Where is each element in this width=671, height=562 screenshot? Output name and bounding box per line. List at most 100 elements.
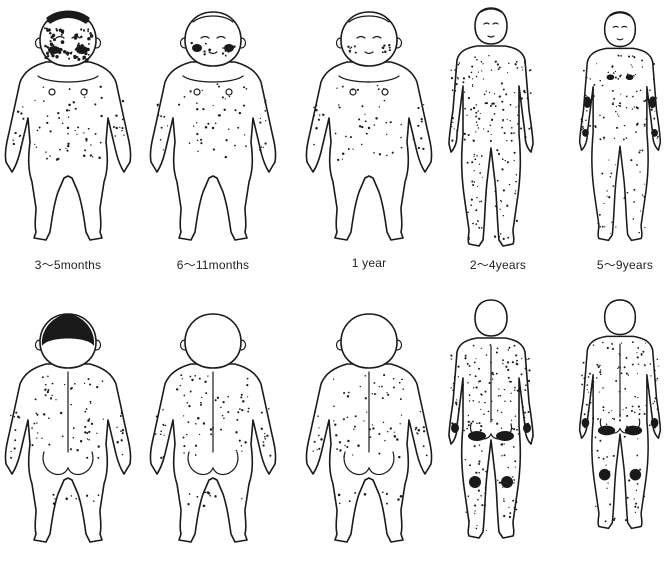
lesion-dot: [495, 205, 497, 207]
lesion-dot: [600, 226, 602, 228]
lesion-dot: [241, 450, 242, 451]
lesion-dot: [352, 148, 353, 149]
lesion-dot: [503, 500, 505, 502]
lesion-dot: [316, 127, 318, 129]
back-view-figure-1: [0, 312, 138, 562]
lesion-dot: [389, 49, 391, 51]
lesion-dot: [639, 409, 640, 410]
lesion-dot: [501, 412, 503, 414]
lesion-dot: [654, 401, 655, 402]
lesion-dot: [644, 126, 645, 127]
lesion-dot: [451, 387, 452, 388]
lesion-dot: [468, 238, 470, 240]
lesion-dot: [620, 94, 621, 95]
lesion-dot: [650, 363, 652, 365]
lesion-dot: [512, 476, 514, 478]
lesion-dot: [482, 528, 484, 530]
lesion-dot: [15, 412, 17, 414]
lesion-dot: [613, 72, 615, 74]
lesion-dot: [632, 96, 634, 98]
lesion-dot: [227, 411, 229, 413]
lesion-dot: [516, 429, 518, 431]
lesion-dot: [503, 215, 504, 216]
lesion-dot: [644, 364, 646, 366]
lesion-dot: [457, 77, 459, 79]
lesion-dot: [397, 498, 400, 501]
lesion-dot: [318, 427, 319, 428]
lesion-dot: [157, 104, 159, 106]
lesion-dot: [594, 95, 595, 96]
lesion-dot: [51, 54, 54, 57]
lesion-dot: [478, 401, 480, 403]
lesion-dot: [347, 416, 349, 418]
lesion-dot: [644, 124, 646, 126]
lesion-dot: [626, 357, 628, 359]
lesion-dot: [54, 498, 55, 499]
lesion-dot: [36, 414, 38, 416]
lesion-dot: [246, 88, 248, 90]
lesion-dot: [416, 432, 418, 434]
lesion-dot: [620, 74, 622, 76]
lesion-dot: [418, 429, 421, 432]
lesion-dot: [60, 412, 62, 414]
lesion-dot: [363, 420, 364, 421]
lesion-dot: [487, 131, 489, 133]
lesion-dot: [606, 423, 608, 425]
lesion-dot: [399, 423, 400, 424]
lesion-dot: [342, 153, 345, 156]
lesion-dot: [35, 399, 37, 401]
head-outline: [185, 314, 241, 368]
lesion-dot: [183, 445, 185, 447]
lesion-dot: [10, 415, 12, 417]
lesion-dot: [617, 368, 618, 369]
lesion-dot: [313, 115, 315, 117]
lesion-dot: [36, 422, 37, 423]
lesion-dot: [14, 416, 15, 417]
lesion-dot: [19, 135, 21, 137]
lesion-dot: [592, 418, 594, 420]
lesion-dot: [478, 227, 480, 229]
lesion-dot: [347, 440, 349, 442]
lesion-dot: [336, 88, 337, 89]
lesion-dot: [611, 66, 613, 68]
lesion-dot: [503, 88, 505, 90]
lesion-dot: [67, 133, 69, 135]
lesion-dot: [180, 374, 182, 376]
lesion-dot: [626, 107, 627, 108]
lesion-dot: [515, 106, 516, 107]
lesion-dot: [624, 388, 626, 390]
lesion-dot: [373, 382, 375, 384]
lesion-dot: [510, 120, 511, 121]
lesion-dot: [224, 109, 226, 111]
lesion-dot: [479, 445, 480, 446]
front-view-figure-1: [0, 10, 138, 260]
lesion-dot: [386, 493, 388, 495]
lesion-dot: [492, 378, 493, 379]
lesion-dot: [601, 173, 603, 175]
lesion-dot: [515, 501, 517, 503]
lesion-dot: [43, 413, 45, 415]
lesion-dot: [613, 98, 615, 100]
lesion-dot: [313, 107, 315, 109]
lesion-dot: [497, 480, 498, 481]
lesion-dot: [472, 84, 473, 85]
lesion-dot: [352, 89, 353, 90]
lesion-dot: [582, 121, 583, 122]
lesion-dot: [45, 384, 47, 386]
lesion-dot: [335, 133, 337, 135]
lesion-dot: [599, 392, 600, 393]
lesion-dot: [314, 411, 316, 413]
lesion-dot: [583, 128, 584, 129]
lesion-dot: [618, 366, 620, 368]
lesion-dot: [381, 386, 383, 388]
lesion-dot: [515, 190, 516, 191]
lesion-dot: [227, 396, 229, 398]
lesion-dot: [583, 377, 585, 379]
lesion-dot: [610, 176, 612, 178]
lesion-dot: [624, 366, 626, 368]
lesion-dot: [599, 365, 601, 367]
lesion-dot: [636, 352, 637, 353]
lesion-dot: [633, 75, 635, 77]
body-outline: [449, 46, 533, 246]
lesion-dot: [599, 440, 601, 442]
